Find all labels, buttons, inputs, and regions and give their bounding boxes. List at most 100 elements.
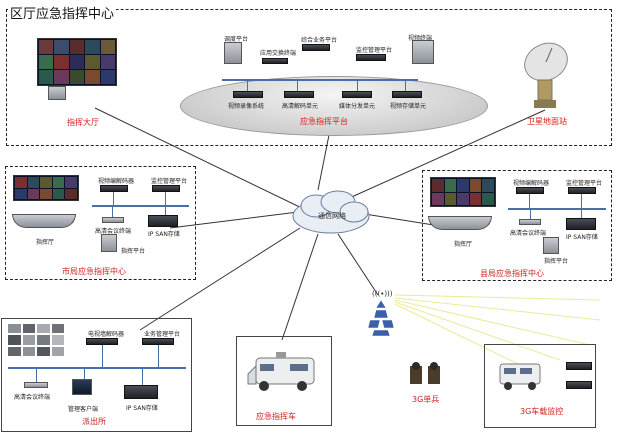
county-device-label-1: 视频编解码器 (513, 180, 550, 187)
3g-car-frame (484, 344, 596, 428)
station-label: 派出所 (82, 417, 106, 426)
city-bus (92, 205, 189, 207)
link-station (139, 227, 301, 331)
city-command-desk (12, 214, 76, 228)
platform-bottom-label-3: 媒体分发单元 (339, 103, 376, 110)
city-monitor-device (152, 185, 180, 192)
platform-bus (222, 79, 418, 81)
city-center-frame (5, 166, 196, 280)
3g-signal-beams (394, 294, 601, 366)
station-drop-3 (36, 369, 37, 382)
hall-console (48, 86, 66, 100)
station-drop-4 (84, 369, 85, 379)
headquarters-frame (6, 9, 612, 146)
integrated-service-device (302, 44, 330, 51)
hall-video-wall (37, 38, 117, 86)
county-monitor-device (568, 187, 596, 194)
county-command-platform-device (543, 237, 559, 254)
county-conference-device (519, 219, 541, 225)
county-device-label-5: 指挥平台 (544, 258, 569, 265)
link-vehicle (281, 233, 319, 341)
vehicle-frame (236, 336, 332, 426)
county-drop-4 (581, 210, 582, 219)
link-platform (317, 129, 331, 191)
link-satellite (344, 109, 546, 201)
station-camera-grid (8, 324, 64, 356)
platform-base (180, 76, 488, 136)
city-drop-4 (165, 207, 166, 217)
city-device-label-2: 监控管理平台 (151, 178, 188, 185)
city-codec-device (100, 185, 128, 192)
video-terminal-device (412, 40, 434, 64)
command-vehicle-icon (247, 352, 315, 391)
county-san-device (566, 218, 596, 230)
cloud-label: 通信网络 (318, 212, 346, 220)
station-device-label-1: 电视墙解码器 (88, 331, 125, 338)
vehicle-label: 应急指挥车 (256, 412, 296, 421)
city-drop-1 (113, 192, 114, 205)
city-drop-2 (165, 192, 166, 205)
platform-bottom-label-2: 高清解码单元 (282, 103, 319, 110)
county-command-desk (428, 216, 492, 230)
city-san-device (148, 215, 178, 227)
satellite-label: 卫星地面站 (527, 117, 567, 126)
county-drop-3 (530, 210, 531, 219)
page-title: 区厅应急指挥中心 (8, 3, 117, 22)
county-bus (508, 208, 606, 210)
county-label: 县局应急指挥中心 (480, 269, 544, 278)
city-device-label-4: IP SAN存储 (148, 231, 180, 238)
platform-drop-1 (247, 81, 248, 91)
county-device-label-4: IP SAN存储 (566, 234, 598, 241)
county-center-frame (422, 170, 612, 281)
platform-device-label-2: 应用交换终端 (260, 50, 297, 57)
single-soldier-label: 3G单兵 (412, 395, 440, 404)
platform-drop-2 (297, 81, 298, 91)
city-device-label-1: 视频编解码器 (98, 178, 135, 185)
city-device-label-5: 指挥平台 (121, 248, 146, 255)
county-codec-device (516, 187, 544, 194)
video-storage-device (392, 91, 422, 98)
3g-car-icon (499, 363, 541, 390)
station-san-device (124, 385, 158, 399)
platform-device-label-4: 监控管理平台 (356, 47, 393, 54)
station-device-label-3: 高清会议终端 (14, 394, 51, 401)
county-device-label-3: 高清会议终端 (510, 230, 547, 237)
city-device-label-6: 指挥厅 (36, 239, 55, 246)
county-drop-1 (529, 194, 530, 208)
satellite-dish-icon (524, 42, 568, 108)
media-dist-device (342, 91, 372, 98)
3g-car-recorder-device-2 (566, 381, 592, 389)
station-drop-2 (158, 345, 159, 367)
station-client-monitor (72, 379, 92, 395)
app-switch-device (262, 58, 288, 64)
platform-bottom-label-1: 视频录像系统 (228, 103, 265, 110)
county-device-label-2: 监控管理平台 (566, 180, 603, 187)
city-device-label-3: 高清会议终端 (95, 228, 132, 235)
city-command-platform-device (101, 234, 117, 252)
3g-car-label: 3G车载监控 (520, 407, 564, 416)
station-conference-device (24, 382, 48, 388)
platform-device-label-1: 调度平台 (224, 36, 249, 43)
platform-drop-3 (357, 81, 358, 91)
link-city (169, 211, 299, 229)
monitor-mgmt-device (356, 54, 386, 61)
station-bus (8, 367, 186, 369)
hd-decode-device (284, 91, 314, 98)
station-drop-1 (102, 345, 103, 367)
station-device-label-2: 业务管理平台 (144, 331, 181, 338)
3g-car-recorder-device-1 (566, 362, 592, 370)
city-video-wall (13, 175, 79, 201)
station-device-label-4: 管理客户端 (68, 406, 99, 413)
link-hall (94, 107, 311, 213)
cloud-icon (292, 190, 370, 234)
3g-tower-icon (367, 299, 395, 337)
city-conference-device (102, 217, 124, 223)
county-device-label-6: 指挥厅 (454, 241, 473, 248)
soldier-icon (410, 362, 440, 384)
video-record-device (233, 91, 263, 98)
platform-device-label-5: 视频终端 (408, 35, 433, 42)
tower-signal-text: (((•))) (372, 290, 393, 298)
platform-bottom-label-4: 视频存储单元 (390, 103, 427, 110)
station-frame (1, 318, 192, 432)
